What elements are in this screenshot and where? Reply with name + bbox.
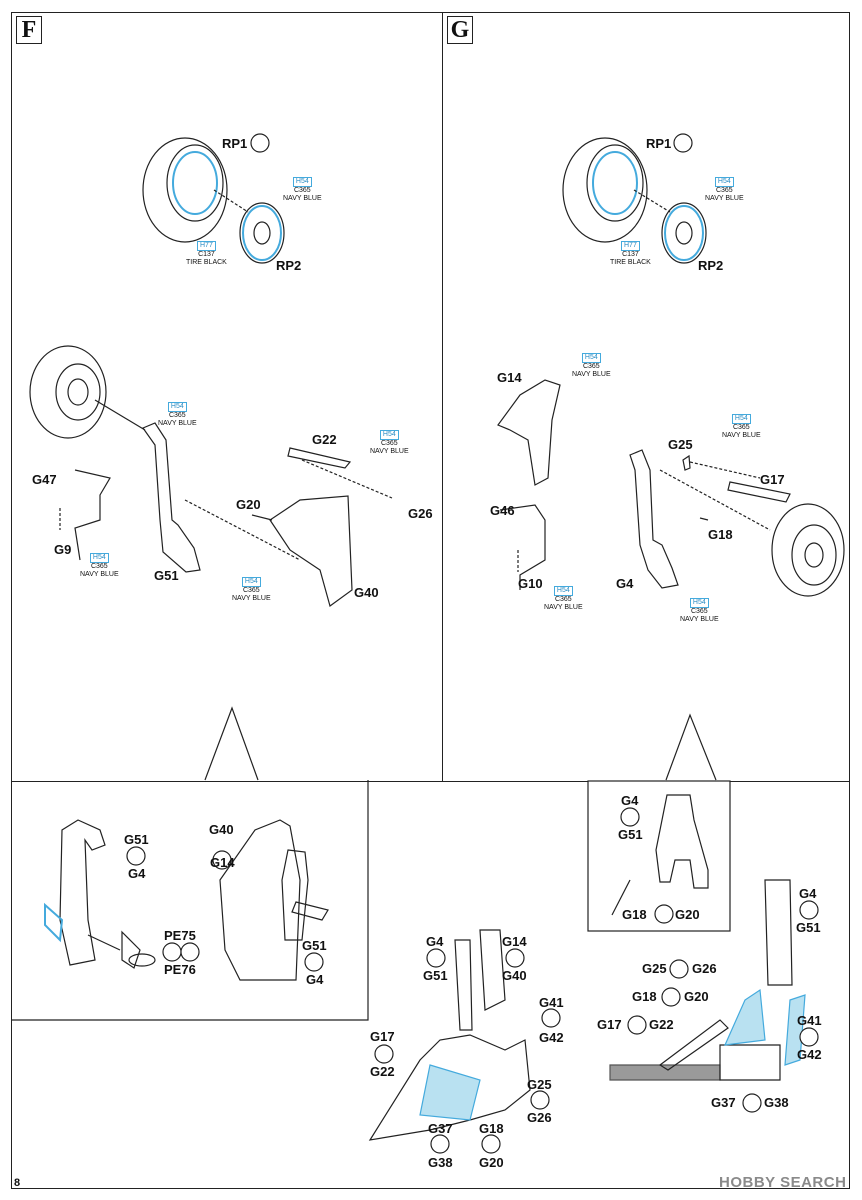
part-g4-right: G4 (799, 886, 817, 901)
watermark: HOBBY SEARCH (719, 1174, 847, 1191)
part-g37-center: G37 (428, 1121, 453, 1136)
part-g14-detail: G14 (210, 855, 235, 870)
part-g40: G40 (354, 585, 379, 600)
part-rp2-g: RP2 (698, 258, 724, 273)
part-g17-center: G17 (370, 1029, 395, 1044)
part-g38-right: G38 (764, 1095, 789, 1110)
part-g51-box: G51 (618, 827, 643, 842)
part-g40-detail: G40 (209, 822, 234, 837)
part-g4: G4 (616, 576, 634, 591)
part-g4-box: G4 (621, 793, 639, 808)
part-g41-center: G41 (539, 995, 564, 1010)
part-g10: G10 (518, 576, 543, 591)
part-g4-detail: G4 (128, 866, 146, 881)
part-g20-f: G20 (236, 497, 261, 512)
part-g26-center: G26 (527, 1110, 552, 1125)
part-g51-right: G51 (796, 920, 821, 935)
part-g51-f: G51 (154, 568, 179, 583)
part-g51-detail: G51 (124, 832, 149, 847)
part-g18: G18 (708, 527, 733, 542)
part-g25-center: G25 (527, 1077, 552, 1092)
part-g18-center: G18 (479, 1121, 504, 1136)
part-g41-right: G41 (797, 1013, 822, 1028)
part-g47: G47 (32, 472, 57, 487)
part-g40-center: G40 (502, 968, 527, 983)
part-g18-right: G18 (632, 989, 657, 1004)
part-g25-right: G25 (642, 961, 667, 976)
part-g42-center: G42 (539, 1030, 564, 1045)
part-g20-box: G20 (675, 907, 700, 922)
part-g18-box: G18 (622, 907, 647, 922)
part-g51-center: G51 (423, 968, 448, 983)
part-g4-center: G4 (426, 934, 444, 949)
part-rp1-g: RP1 (646, 136, 672, 151)
part-g37-right: G37 (711, 1095, 736, 1110)
part-pe75: PE75 (164, 928, 196, 943)
part-g22-center: G22 (370, 1064, 395, 1079)
part-g17: G17 (760, 472, 785, 487)
part-g22: G22 (312, 432, 337, 447)
part-g4-detail2: G4 (306, 972, 324, 987)
part-rp2: RP2 (276, 258, 302, 273)
part-g26-right: G26 (692, 961, 717, 976)
part-g22-right: G22 (649, 1017, 674, 1032)
part-g9: G9 (54, 542, 72, 557)
step-g-label: G (447, 16, 473, 44)
part-g20-right: G20 (684, 989, 709, 1004)
part-rp1: RP1 (222, 136, 248, 151)
part-g25: G25 (668, 437, 693, 452)
part-pe76: PE76 (164, 962, 196, 977)
part-g51-detail2: G51 (302, 938, 327, 953)
part-g38-center: G38 (428, 1155, 453, 1170)
page-number: 8 (14, 1177, 21, 1189)
detail-area-frame (11, 780, 850, 1189)
part-g42-right: G42 (797, 1047, 822, 1062)
part-g14: G14 (497, 370, 522, 385)
part-g46: G46 (490, 503, 515, 518)
part-g20-center: G20 (479, 1155, 504, 1170)
part-g14-center: G14 (502, 934, 527, 949)
part-g17-right: G17 (597, 1017, 622, 1032)
part-g26: G26 (408, 506, 433, 521)
step-f-label: F (16, 16, 42, 44)
